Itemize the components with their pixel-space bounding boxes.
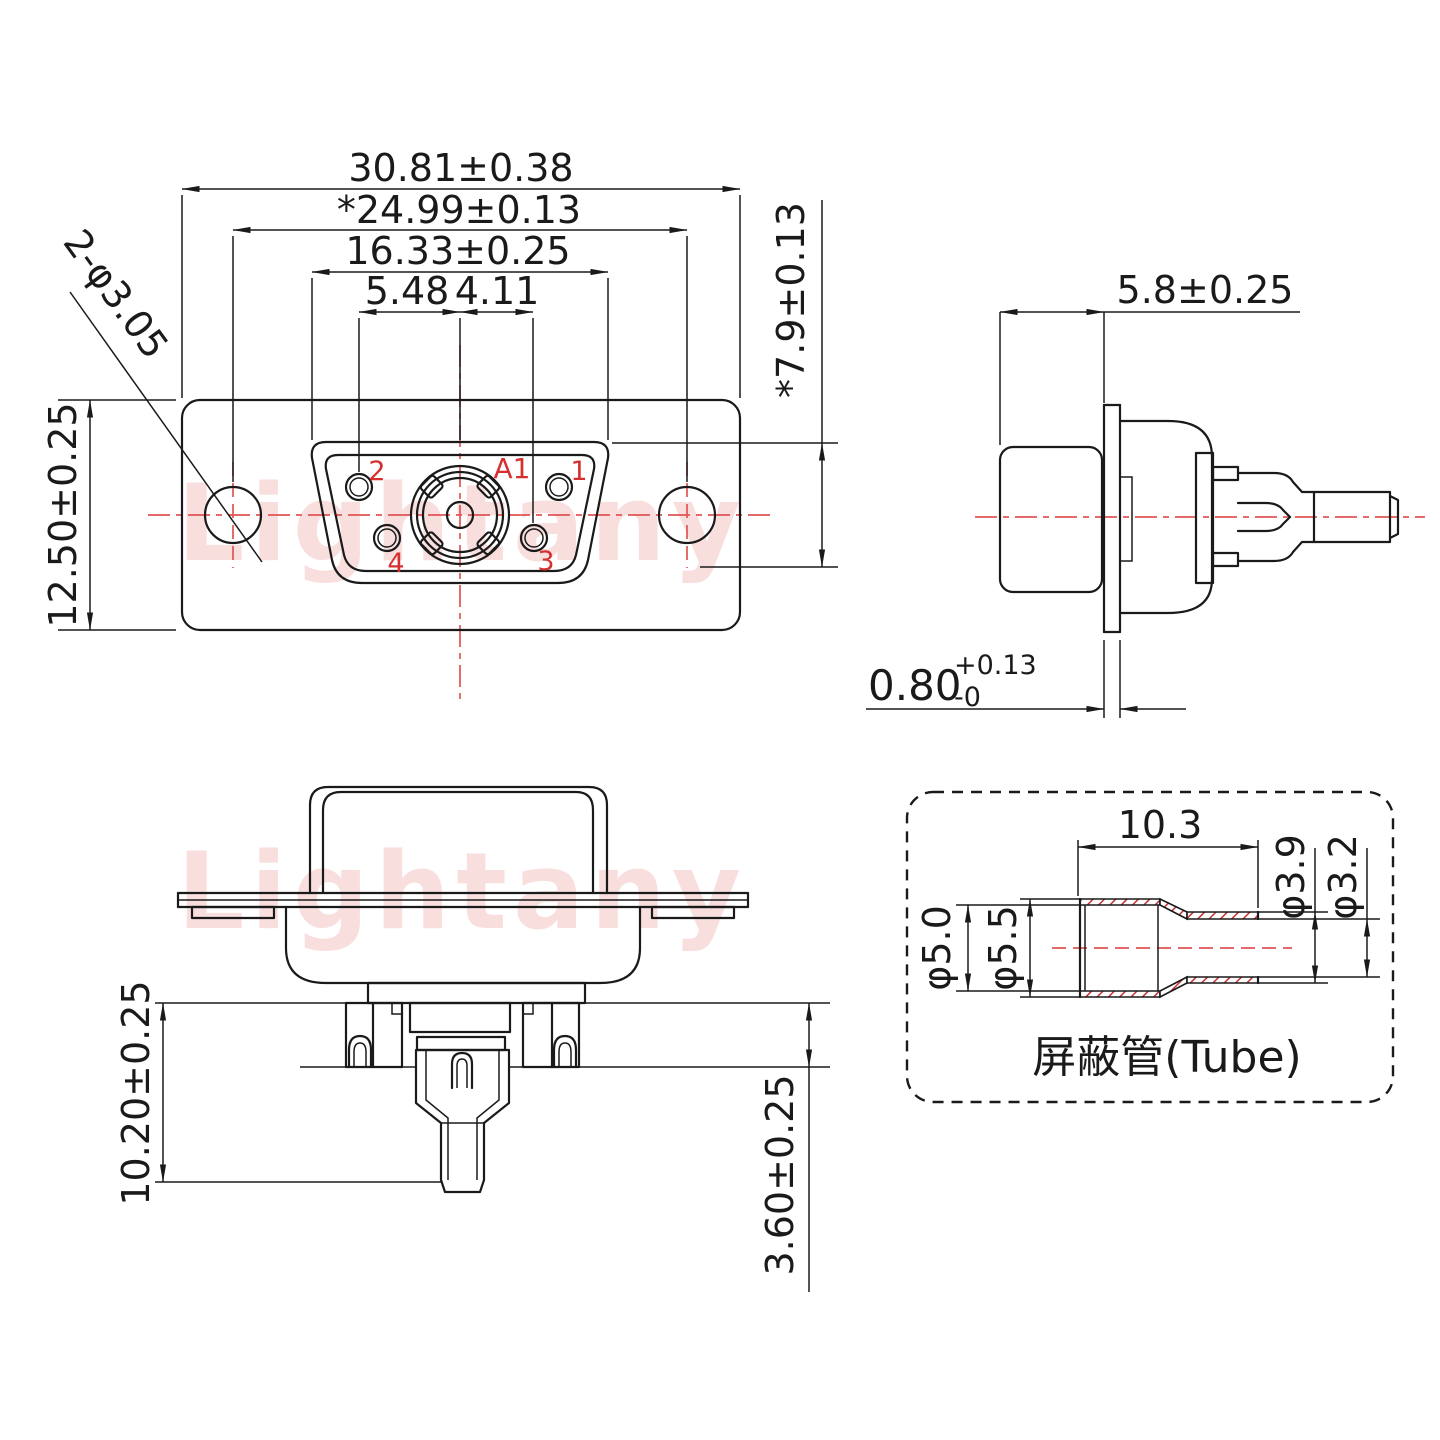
watermark-front: Lightany <box>177 462 747 585</box>
rear-body-step <box>366 981 587 1005</box>
dim-tube-body-id: φ5.0 <box>915 905 959 991</box>
pin-label-3: 3 <box>537 546 554 577</box>
dim-overall-width: 30.81±0.38 <box>348 146 573 190</box>
rear-view: 10.20±0.25 3.60±0.25 <box>114 785 830 1292</box>
flange-outline <box>180 398 742 632</box>
watermark-rear: Lightany <box>177 830 747 953</box>
signal-pins <box>344 472 574 553</box>
side-flange <box>1102 403 1122 634</box>
rear-fork-right <box>521 1001 581 1069</box>
tube-detail-border <box>905 790 1395 1104</box>
rear-flange <box>176 891 750 920</box>
side-crimp-tip <box>1388 494 1400 540</box>
pin-label-1: 1 <box>570 456 587 487</box>
tube-outline <box>1078 897 1260 999</box>
dim-tube-tip-id: φ3.2 <box>1321 834 1365 920</box>
side-shell <box>998 445 1104 594</box>
dim-flange-thickness-tol-plus: +0.13 <box>954 650 1037 681</box>
dim-mount-depth: 10.20±0.25 <box>114 980 158 1205</box>
dim-tail-length: 3.60±0.25 <box>758 1074 802 1275</box>
coax-contact <box>409 464 511 566</box>
pin-label-4: 4 <box>387 548 404 579</box>
rear-hood-outer <box>308 785 609 895</box>
dim-flange-height: 12.50±0.25 <box>41 402 85 627</box>
dim-flange-thickness-tol-minus: -0 <box>954 682 981 713</box>
side-body-step <box>1120 476 1133 562</box>
rear-center-terminal <box>408 1001 512 1194</box>
side-insert-rear <box>1194 451 1215 585</box>
dim-tube-body-od: φ5.5 <box>981 905 1025 991</box>
tube-title: 屏蔽管(Tube) <box>1032 1032 1301 1083</box>
side-crimp-barrel <box>1312 490 1392 544</box>
rear-hood-inner <box>321 790 595 895</box>
coax-center-pin <box>445 500 475 530</box>
side-view: 5.8±0.25 0.80 +0.13 -0 <box>866 268 1425 718</box>
coax-label: A1 <box>494 452 531 485</box>
dim-flange-thickness: 0.80 <box>868 661 962 710</box>
dim-pin-offset-right: 4.11 <box>455 269 540 313</box>
coax-slots <box>419 474 501 556</box>
dim-tube-tip-od: φ3.9 <box>1269 834 1313 920</box>
dim-insert-width: 16.33±0.25 <box>345 229 570 273</box>
dim-shell-depth: 5.8±0.25 <box>1117 268 1294 312</box>
rear-fork-left <box>344 1001 404 1069</box>
side-rear-terminals <box>1211 465 1400 568</box>
pin-label-2: 2 <box>368 456 385 487</box>
insert-outline-inner <box>324 453 596 573</box>
mounting-hole-right <box>657 485 717 545</box>
dim-tube-length: 10.3 <box>1118 803 1203 847</box>
dim-mounting-holes: 2-φ3.05 <box>55 221 177 366</box>
tube-walls <box>1079 897 1259 999</box>
front-view: 2 1 3 4 A1 30.81±0.38 *24.99±0.13 16.33±… <box>41 146 838 705</box>
dim-hole-pitch: *24.99±0.13 <box>337 188 581 232</box>
insert-outline-outer <box>310 440 610 585</box>
dim-pin-offset-left: 5.48 <box>365 269 450 313</box>
dim-insert-height: *7.9±0.13 <box>769 202 813 398</box>
tube-view: 10.3 φ5.0 φ5.5 φ3.9 φ3.2 屏蔽管(Tube) <box>905 790 1395 1104</box>
mounting-hole-left <box>203 485 263 545</box>
